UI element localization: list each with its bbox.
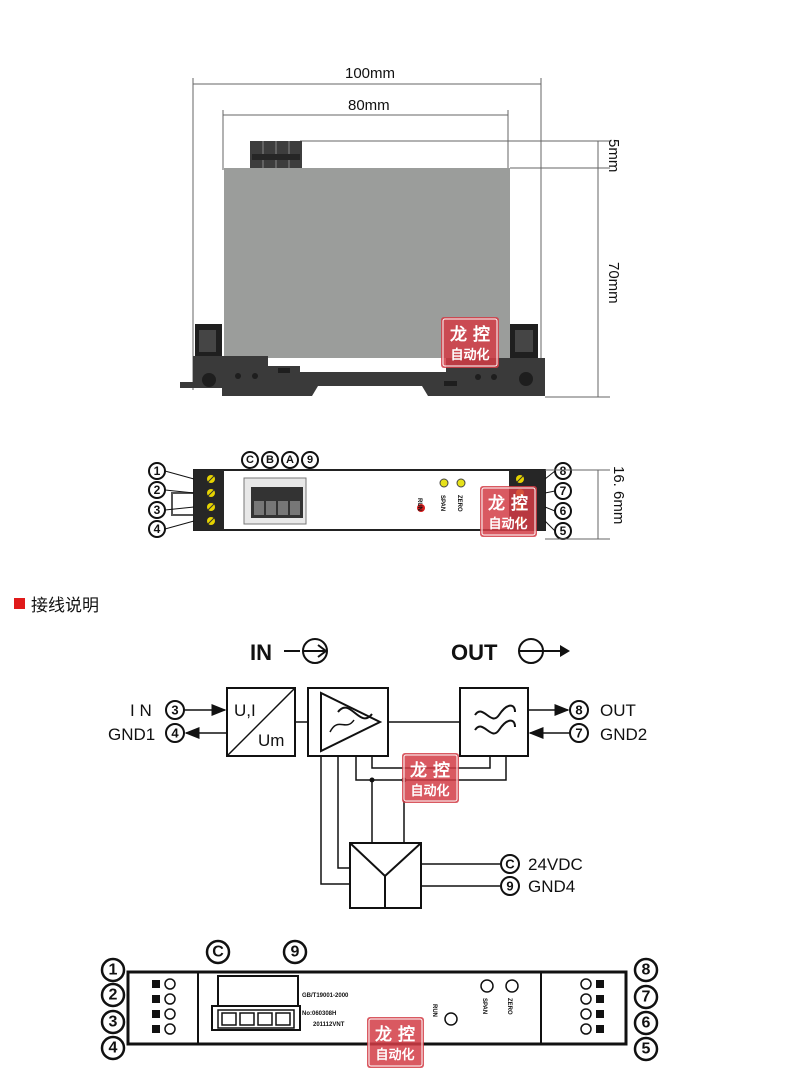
svg-text:3: 3 (154, 503, 161, 517)
span-adjust-icon[interactable] (480, 979, 494, 993)
zero-adjust-icon[interactable] (505, 979, 519, 993)
svg-text:4: 4 (154, 522, 161, 536)
svg-text:9: 9 (307, 454, 313, 466)
rail-dot (475, 374, 481, 380)
dim-100-label: 100mm (345, 65, 395, 82)
svg-text:自动化: 自动化 (488, 516, 527, 532)
dim-5-label: 5mm (605, 139, 622, 172)
svg-text:C: C (505, 857, 515, 872)
rail-dot (235, 373, 241, 379)
top-terminal-labels: C B A 9 (241, 451, 319, 469)
svg-text:龙 控: 龙 控 (449, 324, 490, 345)
svg-text:B: B (266, 454, 274, 466)
zero-label-front: ZERO (506, 998, 512, 1015)
standard-text: GB/T19001-2000 (302, 993, 349, 999)
wiring-diagram: IN OUT U,I Um 3 4 I N GND1 (108, 638, 647, 909)
zero-label-top: ZERO (456, 495, 462, 512)
svg-text:2: 2 (154, 483, 161, 497)
run-led-front-icon (444, 1012, 458, 1026)
dim-16-6-label: 16. 6mm (610, 466, 627, 524)
svg-text:7: 7 (642, 989, 651, 1006)
svg-text:龙 控: 龙 控 (409, 760, 450, 781)
front-panel: GB/T19001-2000 No:060308H 201112VNT RUN … (100, 939, 659, 1068)
svg-text:自动化: 自动化 (375, 1047, 414, 1063)
run-label-front: RUN (431, 1004, 437, 1017)
svg-text:龙 控: 龙 控 (374, 1024, 415, 1045)
span-label-top: SPAN (439, 495, 445, 511)
svg-text:1: 1 (109, 962, 118, 979)
rail-hole (519, 372, 533, 386)
watermark-stamp: 龙 控 自动化 (480, 486, 537, 537)
in-label: I N (130, 701, 152, 720)
svg-text:C: C (246, 454, 254, 466)
svg-text:6: 6 (642, 1015, 651, 1032)
svg-text:自动化: 自动化 (450, 347, 489, 363)
gnd1-label: GND1 (108, 725, 155, 744)
right-terminal-numbers: 8 7 6 5 (544, 462, 572, 540)
svg-text:C: C (212, 944, 224, 961)
svg-text:2: 2 (109, 987, 118, 1004)
svg-text:9: 9 (506, 879, 513, 894)
side-view: 100mm 80mm 5mm 70mm (180, 65, 622, 398)
zero-trimmer-icon[interactable] (456, 478, 466, 488)
svg-text:4: 4 (171, 726, 179, 741)
in-header: IN (250, 640, 272, 665)
section-title: 接线说明 (31, 596, 99, 616)
converter-top-label: U,I (234, 701, 256, 720)
section-marker (14, 598, 25, 609)
svg-text:6: 6 (560, 504, 567, 518)
svg-text:A: A (286, 454, 294, 466)
rail-clip-outline (171, 492, 195, 516)
svg-text:1: 1 (154, 464, 161, 478)
svg-text:3: 3 (109, 1014, 118, 1031)
svg-text:9: 9 (291, 944, 300, 961)
power-label: 24VDC (528, 855, 583, 874)
svg-text:自动化: 自动化 (410, 783, 449, 799)
svg-text:4: 4 (109, 1040, 118, 1057)
rail-dot (252, 373, 258, 379)
watermark-stamp: 龙 控 自动化 (441, 317, 499, 368)
svg-text:5: 5 (560, 524, 567, 538)
span-label-front: SPAN (481, 998, 487, 1014)
run-label-top: RUN (416, 498, 422, 511)
left-terminal-numbers: 1 2 3 4 (148, 462, 195, 538)
out-header: OUT (451, 640, 498, 665)
svg-text:3: 3 (171, 703, 178, 718)
front-connector (217, 975, 299, 1007)
svg-text:龙 控: 龙 控 (487, 493, 528, 514)
span-trimmer-icon[interactable] (439, 478, 449, 488)
dim-70-label: 70mm (605, 262, 622, 304)
batch-text: 201112VNT (313, 1022, 345, 1028)
svg-text:8: 8 (575, 703, 582, 718)
converter-bottom-label: Um (258, 731, 284, 750)
serial-text: No:060308H (302, 1011, 336, 1017)
top-view: SPAN ZERO RUN C B A 9 1 2 3 4 (148, 451, 627, 540)
filter-block (459, 687, 529, 757)
dim-80-label: 80mm (348, 97, 390, 114)
rail-dot (491, 374, 497, 380)
gnd4-label: GND4 (528, 877, 575, 896)
svg-text:7: 7 (575, 726, 582, 741)
out-label: OUT (600, 701, 636, 720)
svg-text:5: 5 (642, 1041, 651, 1058)
svg-text:8: 8 (560, 464, 567, 478)
svg-text:8: 8 (642, 962, 651, 979)
rail-hole (202, 373, 216, 387)
run-led-icon (417, 504, 425, 512)
watermark-stamp: 龙 控 自动化 (367, 1017, 424, 1068)
gnd2-label: GND2 (600, 725, 647, 744)
watermark-stamp: 龙 控 自动化 (402, 753, 459, 803)
svg-text:7: 7 (560, 484, 567, 498)
